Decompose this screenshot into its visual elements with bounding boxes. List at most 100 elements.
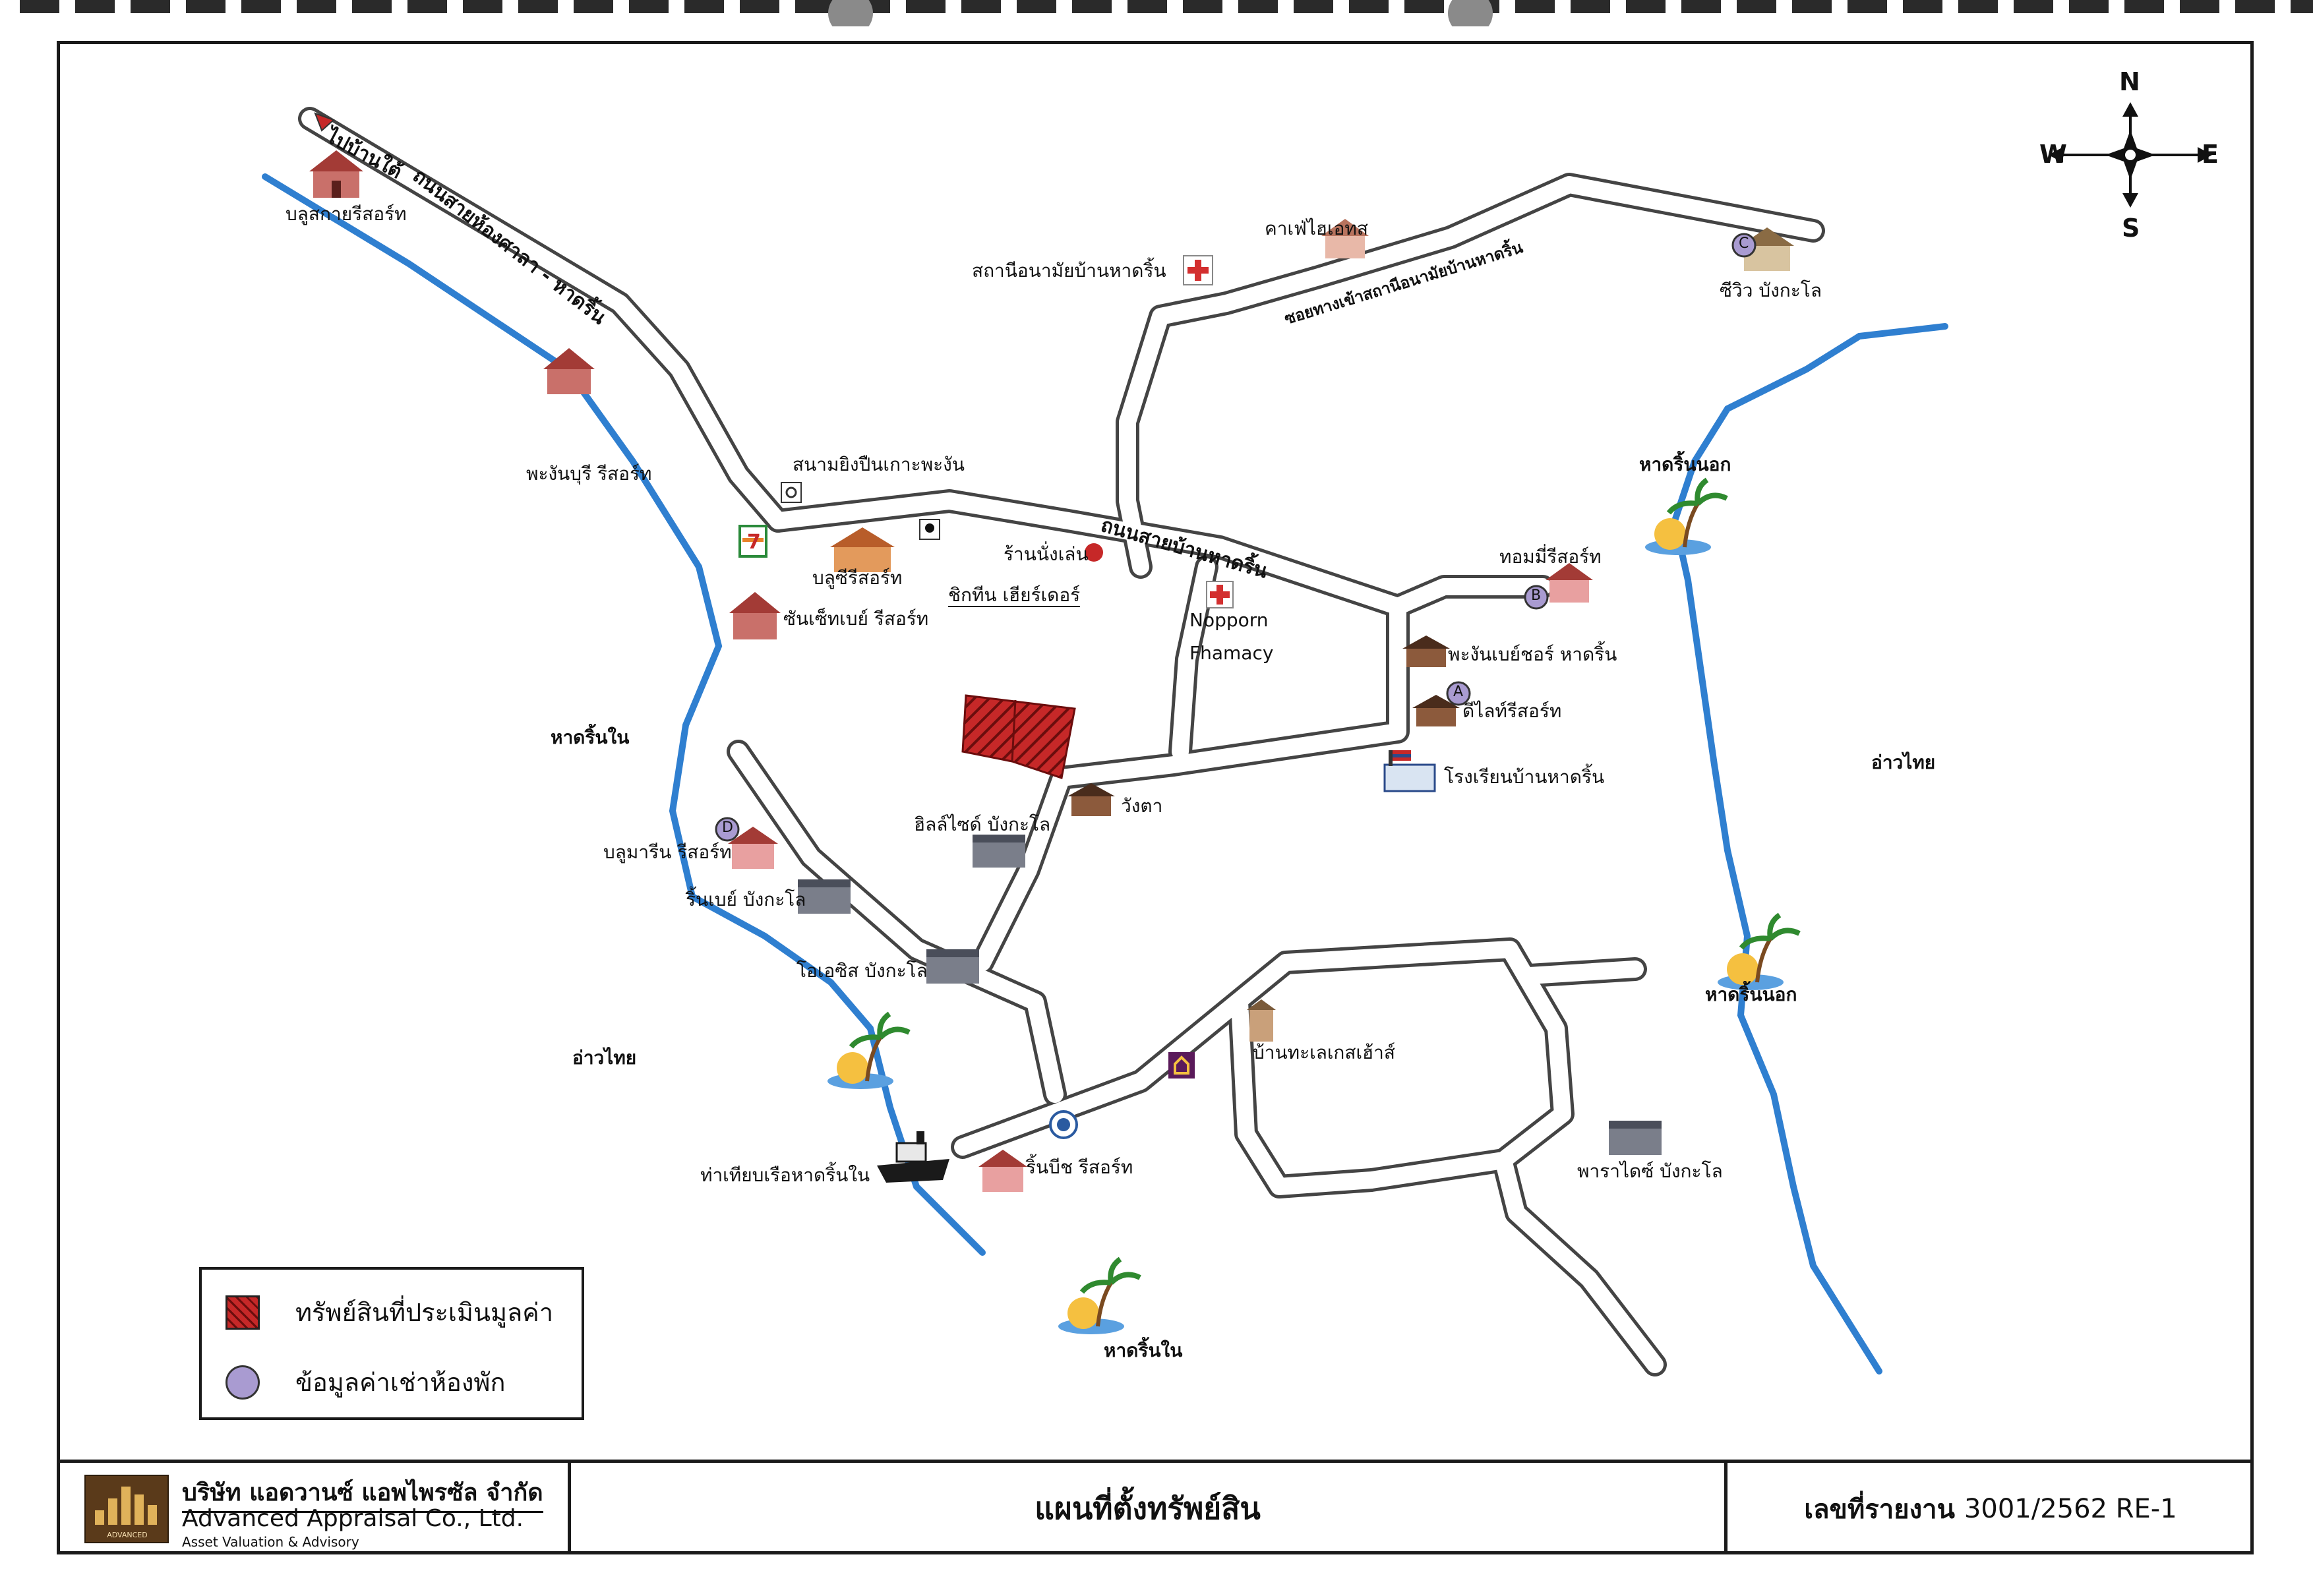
label-school: โรงเรียนบ้านหาดริ้น [1444, 766, 1605, 788]
report-number-block: เลขที่รายงาน 3001/2562 RE-1 [1727, 1463, 2254, 1554]
binding-ring [684, 0, 724, 13]
binding-ring [1294, 0, 1333, 13]
binding-ring [463, 0, 502, 13]
label-tommy-resort: ทอมมี่รีสอร์ท [1499, 546, 1602, 568]
resort-icon [729, 592, 781, 639]
compass-south: S [2122, 214, 2140, 243]
label-haad-rin-nok-1: หาดริ้นนอก [1639, 454, 1731, 475]
label-blue-marine: บลูมารีน รีสอร์ท [603, 841, 732, 863]
binding-ring [2180, 0, 2219, 13]
label-sunset-bay: ซันเซ็ทเบย์ รีสอร์ท [783, 608, 929, 630]
hospital-icon [1183, 255, 1213, 285]
binding-ring [795, 0, 835, 13]
label-hillside: ฮิลล์ไซด์ บังกะโล [914, 813, 1051, 835]
rental-letter-d: D [722, 819, 733, 836]
map-legend: ทรัพย์สินที่ประเมินมูลค่า ข้อมูลค่าเช่าห… [199, 1267, 584, 1420]
label-ao-thai-2: อ่าวไทย [572, 1047, 637, 1069]
bungalow-icon [1412, 695, 1460, 726]
binding-ring [1792, 0, 1832, 13]
legend-rental-label: ข้อมูลค่าเช่าห้องพัก [295, 1368, 506, 1397]
report-number-label: เลขที่รายงาน [1804, 1494, 1955, 1525]
label-bluesky-resort2: บลูซีรีสอร์ท [812, 567, 903, 589]
bungalow-icon [973, 835, 1025, 868]
binding-ring [1847, 0, 1887, 13]
compass-east: E [2202, 140, 2219, 169]
binding-ring [241, 0, 281, 13]
label-seaview-bungalow: ซีวิว บังกะโล [1720, 280, 1822, 301]
label-cafe-high: คาเฟ่ไฮเอทส [1265, 218, 1368, 239]
seven-eleven-icon [738, 525, 767, 558]
binding-ring [1626, 0, 1666, 13]
road-health-station [1116, 173, 1825, 579]
binding-ring [407, 0, 447, 13]
label-pharmacy-2: Fhamacy [1189, 642, 1274, 664]
label-ao-thai-1: อ่าวไทย [1871, 752, 1936, 773]
binding-ring [2014, 0, 2053, 13]
label-delight-resort: ดีไลท์รีสอร์ท [1462, 700, 1562, 722]
rental-marker-c [1731, 233, 1757, 258]
compass-west: W [2039, 140, 2067, 169]
label-rin-beach: ริ้นบีช รีสอร์ท [1026, 1156, 1133, 1178]
rental-marker-b [1524, 585, 1549, 610]
label-phangan-buri: พะงันบุรี รีสอร์ท [526, 463, 652, 485]
report-number: 3001/2562 RE-1 [1964, 1493, 2177, 1524]
binding-ring [961, 0, 1001, 13]
legend-row-subject: ทรัพย์สินที่ประเมินมูลค่า [225, 1292, 553, 1332]
label-rin-bay: ริ้นเบย์ บังกะโล [686, 889, 806, 910]
seven-eleven-label: 7 [747, 531, 761, 554]
road-network [298, 107, 1825, 1376]
binding-ring [75, 0, 115, 13]
compass-north: N [2119, 67, 2140, 96]
rental-letter-c: C [1739, 235, 1749, 252]
shoreline-west [262, 173, 986, 1256]
label-haad-rin-nai-2: หาดริ้นใน [1104, 1340, 1183, 1361]
spiral-binding [20, 0, 2313, 26]
resort-icon [728, 827, 778, 869]
road-end-arrow [314, 112, 335, 132]
label-ban-talay: บ้านทะเลเกสเฮ้าส์ [1253, 1042, 1395, 1063]
binding-ring [1681, 0, 1721, 13]
resort-icons [309, 150, 1794, 1192]
pharmacy-icon [1206, 581, 1234, 608]
service-icons [314, 112, 1234, 1139]
label-health-station: สถานีอนามัยบ้านหาดริ้น [972, 260, 1166, 281]
rental-letter-a: A [1453, 684, 1464, 700]
label-wangta: วังตา [1121, 795, 1163, 817]
title-bar: ADVANCED บริษัท แอดวานซ์ แอพไพรซัล จำกัด… [57, 1460, 2254, 1554]
label-oasis: โอเอซิส บังกะโล [796, 960, 928, 982]
binding-ring [2069, 0, 2109, 13]
binding-ring [1238, 0, 1278, 13]
binding-hole [1448, 0, 1493, 26]
rental-marker-d [715, 817, 740, 842]
resort-icon [309, 150, 363, 198]
binding-ring [1958, 0, 1998, 13]
paintball-icon [781, 482, 802, 503]
binding-ring [629, 0, 669, 13]
resort-icon [978, 1150, 1027, 1192]
rental-letter-b: B [1531, 587, 1542, 604]
label-ran-nang-len: ร้านนั่งเล่น [1004, 543, 1089, 565]
map-title-block: แผนที่ตั้งทรัพย์สิน [571, 1463, 1727, 1554]
binding-ring [1349, 0, 1389, 13]
beach-icon [827, 1011, 911, 1089]
temple-icon [1168, 1052, 1195, 1079]
binding-ring [1072, 0, 1112, 13]
binding-ring [574, 0, 613, 13]
shoreline-east [1671, 323, 1948, 1374]
bungalow-icon [926, 949, 979, 984]
beach-icon [1645, 477, 1728, 555]
binding-ring [1571, 0, 1610, 13]
map-canvas [262, 102, 2212, 1376]
binding-ring [740, 0, 779, 13]
binding-ring [2291, 0, 2313, 13]
subject-property-parcel[interactable] [961, 694, 1076, 779]
legend-subject-label: ทรัพย์สินที่ประเมินมูลค่า [295, 1298, 554, 1327]
legend-row-rental: ข้อมูลค่าเช่าห้องพัก [225, 1362, 506, 1402]
binding-ring [297, 0, 336, 13]
legend-rental-swatch [225, 1365, 260, 1400]
label-paradise: พาราไดซ์ บังกะโล [1577, 1160, 1723, 1182]
binding-ring [1017, 0, 1056, 13]
ship-icon [877, 1131, 949, 1183]
binding-ring [131, 0, 170, 13]
pin-icon [919, 519, 940, 540]
